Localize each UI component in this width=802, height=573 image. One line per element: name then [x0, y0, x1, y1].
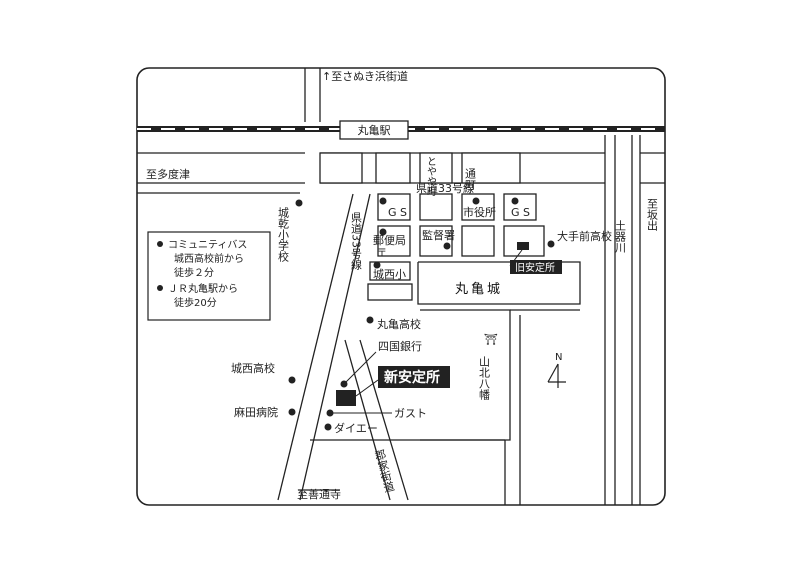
label-jousei-sho: 城西小: [373, 268, 406, 281]
label-tomachi: 通町: [464, 168, 477, 190]
lower-streets: [298, 315, 521, 505]
label-yubinkyoku: 郵便局: [373, 234, 406, 247]
label-joken-elem: 城乾小学校: [277, 207, 290, 263]
label-yamakita: 山北八幡: [478, 356, 491, 401]
jousei-sho-dot: [373, 261, 381, 269]
label-kyu-anteisho: 旧安定所: [515, 261, 555, 274]
label-kendo33-v: 県道33号線: [350, 212, 363, 270]
legend-line5: 徒歩20分: [174, 296, 217, 309]
label-to-zentsuji: 至善通寺: [297, 487, 341, 501]
shin-anteisho-box[interactable]: [378, 366, 450, 388]
station-label: 丸亀駅: [358, 123, 391, 137]
label-asada: 麻田病院: [234, 405, 278, 419]
shiyakusho-dot: [472, 197, 480, 205]
shin-anteisho-marker: [336, 390, 356, 406]
gs2-dot: [511, 197, 519, 205]
legend-box: コミュニティバス 城西高校前から 徒歩２分 ＪＲ丸亀駅から 徒歩20分: [147, 231, 271, 321]
joken-elem-dot: [295, 199, 303, 207]
road-hoke-kaido: [344, 339, 409, 501]
legend-line1: コミュニティバス: [168, 239, 247, 251]
jousei-hs-dot: [288, 376, 296, 384]
marugame-hs-dot: [366, 316, 374, 324]
gs1-dot: [379, 197, 387, 205]
label-marugame-jo: 丸亀城: [455, 282, 503, 297]
marugame-station[interactable]: 丸亀駅: [339, 120, 409, 140]
label-kendo33-h: 県道33号線: [416, 181, 474, 195]
north-label: N: [555, 352, 562, 363]
label-gusto: ガスト: [394, 407, 427, 420]
legend-line4: ＪＲ丸亀駅から: [168, 282, 238, 295]
label-otemae: 大手前高校: [557, 229, 612, 243]
label-gs1: G S: [388, 206, 407, 219]
kantokusho-dot: [443, 242, 451, 250]
label-kantokusho: 監督署: [422, 228, 455, 242]
legend-line3: 徒歩２分: [174, 266, 214, 279]
label-shikoku-bank: 四国銀行: [378, 339, 422, 353]
road-east-vertical: [604, 135, 641, 505]
label-tonoyamachi: とやや町: [425, 156, 437, 196]
kyu-anteisho-box[interactable]: [510, 260, 562, 274]
daiei-dot: [324, 423, 332, 431]
yubinkyoku-dot: [379, 228, 387, 236]
label-shiyakusho: 市役所: [463, 205, 496, 219]
label-daiei: ダイエー: [334, 421, 378, 435]
road-kendo33-diagonal: [277, 193, 371, 501]
label-torii: ⛩: [484, 333, 498, 346]
label-to-sanuki: ↑至さぬき浜街道: [322, 69, 408, 83]
label-gs2: G S: [511, 206, 530, 219]
kyu-anteisho-marker: [517, 242, 529, 250]
otemae-dot: [547, 240, 555, 248]
asada-dot: [288, 408, 296, 416]
label-to-sakaide: 至坂出: [646, 198, 659, 231]
road-north: [304, 68, 321, 122]
label-jousei-hs: 城西高校: [231, 361, 275, 375]
label-shin-anteisho: 新安定所: [384, 369, 440, 386]
label-marugame-hs: 丸亀高校: [377, 317, 421, 331]
legend-line2: 城西高校前から: [174, 252, 244, 265]
north-arrow: N: [547, 352, 566, 388]
label-to-tadotsu: 至多度津: [146, 167, 190, 181]
label-yubin-mark: 〒: [377, 248, 387, 259]
label-dokigawa: 土器川: [614, 220, 627, 253]
